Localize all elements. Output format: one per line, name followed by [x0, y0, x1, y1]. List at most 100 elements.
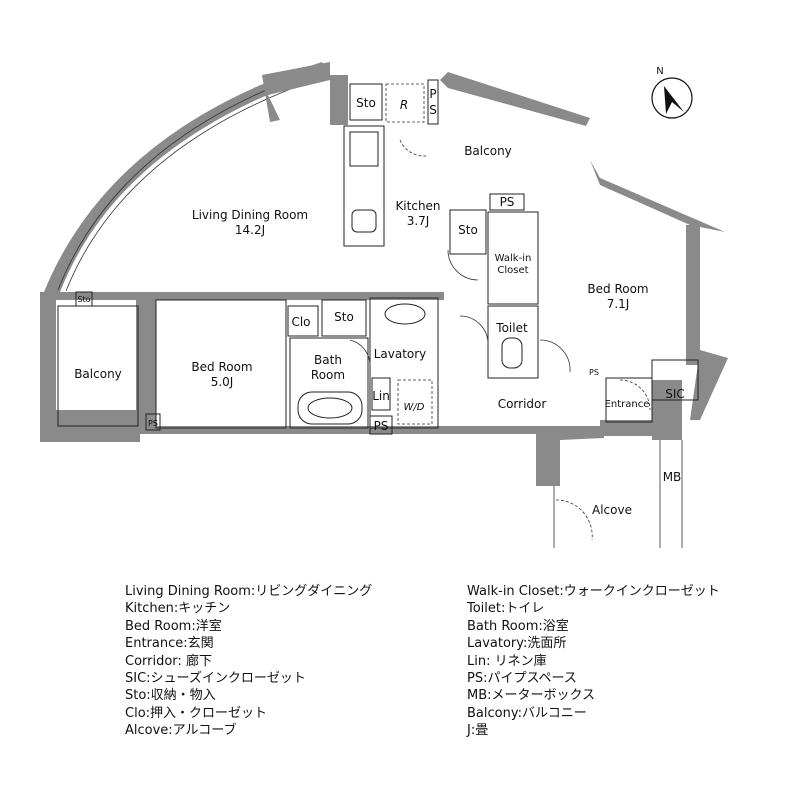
bed1-size: 7.1J: [607, 297, 630, 311]
legend-item: Lavatory:洗面所: [467, 636, 567, 652]
ps-top-label-1: P: [429, 87, 436, 101]
legend-item: Walk-in Closet:ウォークインクローゼット: [467, 584, 720, 599]
legend-left: Living Dining Room:リビングダイニング Kitchen:キッチ…: [125, 583, 372, 740]
balcony-top-label: Balcony: [464, 144, 512, 158]
kitchen-counter: [343, 125, 385, 247]
door-swing-balcony: [399, 139, 427, 157]
sto-top-label: Sto: [356, 96, 376, 110]
bathtub-basin: [307, 397, 353, 419]
bed2-label: Bed Room: [191, 360, 252, 374]
balcony-divider: [136, 300, 156, 432]
bath-label-2: Room: [311, 368, 345, 382]
corridor-bottom-wall: [536, 426, 604, 486]
bed2-size: 5.0J: [211, 375, 234, 389]
outer-curved-wall: [44, 62, 328, 292]
entrance-label: Entrance: [605, 399, 650, 410]
lin-outline: [371, 377, 391, 411]
mb-label: MB: [663, 470, 682, 484]
right-slanted-wall: [590, 160, 725, 232]
lavatory-label: Lavatory: [374, 347, 427, 361]
left-balcony-outline: [57, 305, 139, 427]
top-wall-left: [262, 62, 330, 122]
door-swing-entrance: [619, 379, 651, 411]
sto-small-outline: [75, 291, 93, 307]
sto-small-label: Sto: [77, 295, 90, 304]
toilet-outline: [487, 305, 539, 379]
refrigerator-label: R: [400, 98, 408, 112]
bathtub: [297, 391, 363, 425]
ps-kitchen-outline: [489, 193, 525, 211]
ps-top-label-2: S: [429, 103, 437, 117]
legend-item: Sto:収納・物入: [125, 688, 216, 704]
legend-item: Lin: リネン庫: [467, 653, 547, 669]
bed1-label: Bed Room: [587, 282, 648, 296]
walkin-outline: [487, 211, 539, 305]
legend-right: Walk-in Closet:ウォークインクローゼット Toilet:トイレ B…: [467, 583, 720, 740]
entrance-bottom-wall: [600, 420, 652, 436]
ldk-label: Living Dining Room: [192, 208, 308, 222]
toilet-bowl: [501, 337, 523, 369]
curved-window-inner: [65, 77, 321, 292]
legend-item: Bed Room:洋室: [125, 618, 222, 634]
sto-mid-label: Sto: [334, 310, 354, 324]
wd-space: [397, 379, 433, 425]
kitchen-size: 3.7J: [407, 214, 430, 228]
kitchen-label: Kitchen: [395, 199, 440, 213]
bath-label-1: Bath: [314, 353, 342, 367]
door-swing-bath: [349, 339, 371, 367]
door-swing-bed1: [539, 339, 571, 373]
refrigerator-space: [385, 83, 425, 123]
sic-outline: [651, 359, 699, 401]
left-wall: [40, 292, 56, 442]
balcony-left-label: Balcony: [74, 367, 122, 381]
sto-kitchen-label: Sto: [458, 223, 478, 237]
sto-mid-outline: [321, 299, 367, 337]
legend-item: SIC:シューズインクローゼット: [125, 671, 306, 687]
curved-window: [57, 69, 319, 291]
corridor-label: Corridor: [498, 397, 547, 411]
legend-item: Entrance:玄関: [125, 636, 214, 652]
entrance-side-wall: [652, 380, 682, 440]
lin-label: Lin: [372, 389, 390, 403]
bottom-wall: [140, 426, 540, 434]
legend-item: PS:パイプスペース: [467, 671, 577, 687]
sic-label: SIC: [665, 387, 685, 401]
stove: [349, 131, 379, 167]
compass-icon: [651, 77, 693, 119]
sto-kitchen-outline: [449, 209, 487, 255]
ps-balcony-outline: [145, 413, 161, 431]
sto-top-outline: [349, 83, 383, 121]
sic-wall: [690, 350, 728, 420]
clo-label: Clo: [291, 315, 310, 329]
top-wall-right: [440, 72, 590, 126]
bed2-outline: [155, 299, 287, 429]
ps-bath-outline: [369, 415, 393, 435]
door-swing-kitchen: [447, 249, 479, 281]
ps-kitchen-label: PS: [500, 195, 515, 209]
clo-outline: [287, 305, 319, 337]
right-wall-vertical: [686, 225, 700, 365]
door-swing-alcove: [555, 499, 593, 541]
top-wall-pillar: [330, 75, 348, 125]
ps-balcony-label: PS: [148, 419, 158, 428]
ldk-size: 14.2J: [235, 223, 265, 237]
ps-top-outline: [427, 79, 439, 125]
door-swing-toilet: [459, 315, 489, 345]
legend-item: Clo:押入・クローゼット: [125, 705, 268, 721]
floor-plan: Living Dining Room 14.2J Kitchen 3.7J Be…: [40, 62, 728, 548]
lavatory-sink: [384, 303, 426, 325]
legend-item: MB:メーターボックス: [467, 688, 596, 704]
ps-entrance-label: PS: [589, 368, 599, 377]
mid-wall: [44, 292, 444, 300]
legend-item: Toilet:トイレ: [467, 601, 545, 617]
ps-bath-label: PS: [374, 419, 389, 433]
legend-item: Alcove:アルコーブ: [125, 723, 237, 739]
legend-item: Bath Room:浴室: [467, 618, 569, 634]
kitchen-sink: [351, 209, 377, 233]
alcove-label: Alcove: [592, 503, 632, 517]
legend-item: Corridor: 廊下: [125, 653, 212, 669]
wd-label: W/D: [404, 402, 425, 413]
legend-item: Kitchen:キッチン: [125, 601, 231, 617]
walkin-label-1: Walk-in: [495, 253, 532, 264]
compass-north-label: N: [656, 66, 663, 77]
